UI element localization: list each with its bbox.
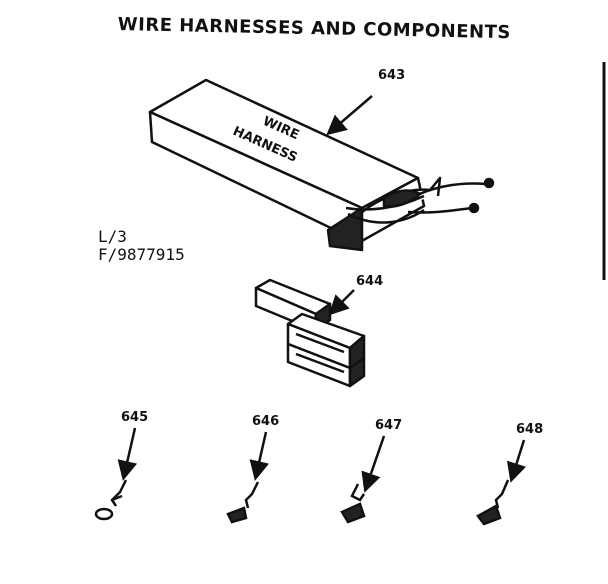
- terminal-645: [94, 427, 138, 521]
- reference-code-line1: L/3: [98, 227, 127, 246]
- callout-645: 645: [121, 410, 149, 425]
- terminal-647: [340, 435, 386, 524]
- terminal-646: [226, 431, 270, 524]
- wire-harness-box: [148, 78, 495, 252]
- arrow-644: [328, 289, 355, 316]
- terminal-648: [476, 439, 527, 526]
- callout-643: 643: [378, 68, 406, 83]
- callout-647: 647: [375, 418, 403, 433]
- arrow-645: [117, 427, 138, 481]
- arrow-648: [506, 439, 527, 483]
- arrow-643: [326, 95, 373, 136]
- reference-code-line2: F/9877915: [98, 245, 185, 264]
- callout-646: 646: [252, 414, 280, 429]
- connector-block: [254, 278, 366, 388]
- callout-648: 648: [516, 422, 544, 437]
- arrow-646: [249, 431, 270, 481]
- arrow-647: [361, 435, 386, 493]
- callout-644: 644: [356, 274, 384, 289]
